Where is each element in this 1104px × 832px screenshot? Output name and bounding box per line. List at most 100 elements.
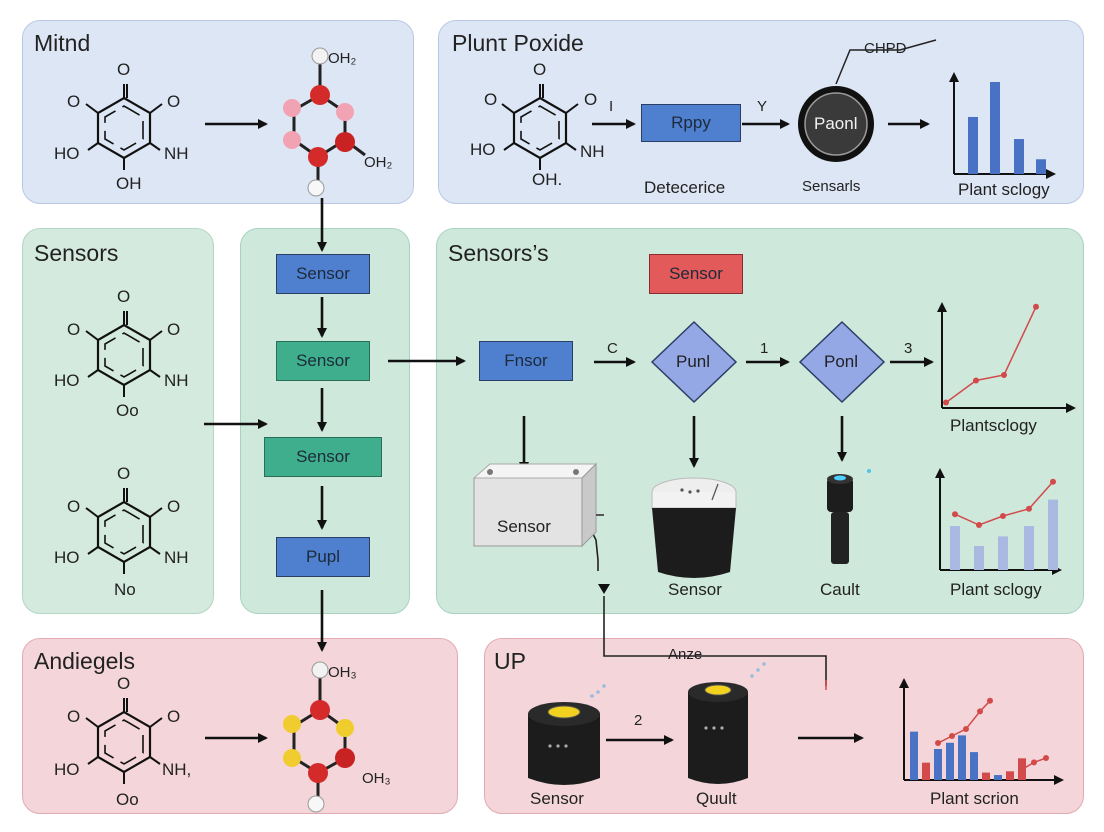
- chart-bottom-right: [899, 678, 1064, 785]
- chart4-point-4: [977, 708, 983, 715]
- arrow-label-c: C: [607, 340, 618, 357]
- chart3-point-5: [1050, 478, 1056, 485]
- diamond-punl: [650, 320, 738, 404]
- m5-bottom: Oo: [116, 790, 139, 809]
- molecule-ring-1: [84, 82, 164, 172]
- m1-nh: NH: [164, 144, 189, 163]
- chart4-bar-5: [958, 735, 966, 780]
- m1-bottom: OH: [116, 174, 142, 193]
- ball-stick-molecule-bottom: [283, 661, 355, 813]
- arrow-label-y: Y: [757, 98, 768, 115]
- m1-o-top: O: [117, 60, 131, 79]
- ball-label-side: OH₂: [364, 154, 393, 171]
- m4-o-top: O: [117, 464, 131, 483]
- chart2-point-2: [973, 377, 979, 384]
- chart3-bar-1: [950, 526, 960, 570]
- chpd-label: CHPD: [864, 40, 907, 57]
- chpd-callout-line: [835, 39, 937, 85]
- m5-o-top: O: [117, 674, 131, 693]
- m1-ho: HO: [54, 144, 80, 163]
- chart3-point-3: [1000, 513, 1006, 519]
- m1-o-right: O: [167, 92, 181, 111]
- box-fnsor: Fnsor: [479, 341, 573, 381]
- chart4-point-2: [949, 733, 955, 739]
- arrow-label-i: I: [609, 98, 614, 115]
- caption-plant-sclogy-mid2: Plant sclogy: [950, 580, 1042, 599]
- caption-detecerice: Detecerice: [644, 178, 726, 197]
- chart4-point-7: [1031, 759, 1037, 766]
- caption-sensor-device: Sensor: [497, 517, 551, 536]
- m5-o-right: O: [167, 707, 181, 726]
- m5-o-left: O: [67, 707, 81, 726]
- ball2-label-top: OH₃: [328, 664, 357, 681]
- chart1-bar-1: [968, 116, 978, 174]
- arrow-label-1: 1: [760, 340, 769, 357]
- chart3-bar-5: [1048, 499, 1058, 570]
- box-sensor-1: Sensor: [276, 254, 370, 294]
- panel-mid-left: [22, 228, 214, 614]
- chart4-point-6: [1019, 766, 1025, 773]
- m3-nh: NH: [164, 371, 189, 390]
- m2-o-top: O: [533, 60, 547, 79]
- m4-nh: NH: [164, 548, 189, 567]
- chart1-x-axis-arrow: [1046, 169, 1056, 179]
- chart3-y-axis-arrow: [935, 468, 945, 478]
- caption-cault: Cault: [820, 580, 860, 599]
- chart2-point-4: [1033, 303, 1039, 310]
- diamond-ponl-label: Ponl: [824, 352, 859, 371]
- caption-sensor-bottom: Sensor: [530, 789, 584, 808]
- m2-ho: HO: [470, 140, 496, 159]
- m2-nh: NH: [580, 142, 605, 161]
- panel-title-plunt-poxide: Plunτ Poxide: [452, 30, 584, 56]
- m5-ho: HO: [54, 760, 80, 779]
- caption-plantsclogy-mid: Plantsclogy: [950, 416, 1037, 435]
- m2-o-left: O: [484, 90, 498, 109]
- diamond-punl-label: Punl: [676, 352, 711, 371]
- chart4-bar-8: [994, 775, 1002, 780]
- chart4-bar-1: [910, 731, 918, 780]
- paonl-label: Paonl: [814, 114, 858, 133]
- chart-mid-right-line: [937, 302, 1076, 413]
- panel-bot-left: [22, 638, 458, 814]
- chart-mid-right-bar-line: [935, 468, 1062, 575]
- molecule-ring-2: [500, 82, 580, 172]
- ball-stick-molecule-top: [283, 47, 366, 197]
- m1-o-left: O: [67, 92, 81, 111]
- caption-quult: Quult: [696, 789, 737, 808]
- device-cylinder: [651, 477, 737, 578]
- chart2-point-1: [943, 399, 949, 406]
- chart3-bar-4: [1024, 526, 1034, 570]
- chart4-bar-6: [970, 752, 978, 780]
- chart1-bar-4: [1036, 159, 1046, 174]
- m3-ho: HO: [54, 371, 80, 390]
- chart4-y-axis-arrow: [899, 678, 909, 688]
- m4-bottom: No: [114, 580, 136, 599]
- chart3-point-2: [976, 522, 982, 528]
- ball2-label-side: OH₃: [362, 770, 391, 787]
- anze-label: Anze: [668, 646, 703, 663]
- chart4-point-3: [963, 725, 969, 732]
- chart-top-right: [949, 72, 1056, 179]
- chart4-x-axis-arrow: [1054, 775, 1064, 785]
- m4-o-left: O: [67, 497, 81, 516]
- chart4-point-8: [1043, 755, 1049, 761]
- panel-title-andiegels: Andiegels: [34, 648, 136, 674]
- m3-o-right: O: [167, 320, 181, 339]
- caption-plant-sclogy-top: Plant sclogy: [958, 180, 1050, 199]
- m4-ho: HO: [54, 548, 80, 567]
- m3-bottom: Oo: [116, 401, 139, 420]
- chart4-point-5: [987, 697, 993, 704]
- chart2-y-axis-arrow: [937, 302, 947, 312]
- chart3-bar-2: [974, 546, 984, 570]
- panel-title-sensors-s: Sensors’s: [448, 240, 549, 266]
- box-pupl: Pupl: [276, 537, 370, 577]
- chart4-point-1: [935, 740, 941, 747]
- ball-label-top: OH₂: [328, 50, 357, 67]
- caption-sensor-device2: Sensor: [668, 580, 722, 599]
- chart1-y-axis-arrow: [949, 72, 959, 82]
- chart1-bar-3: [1014, 139, 1024, 174]
- box-sensor-2: Sensor: [276, 341, 370, 381]
- caption-sensarls: Sensarls: [802, 178, 861, 195]
- device-sensor-bottom: [528, 684, 606, 785]
